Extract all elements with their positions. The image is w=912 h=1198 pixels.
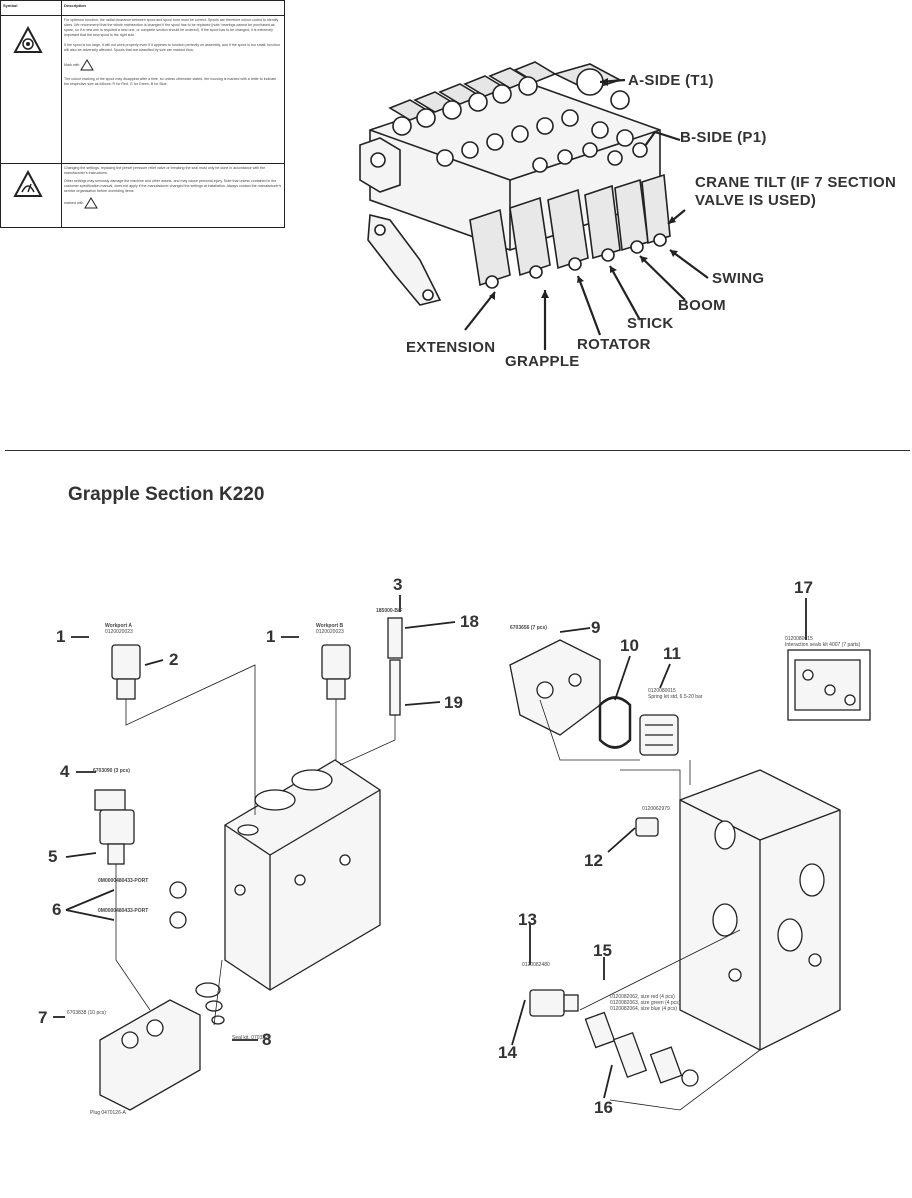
valve-assembly-illustration [359,61,709,350]
part-7-number: 6703838 (10 pcs) [67,1010,106,1016]
mini-warning-icon [84,197,99,209]
part-6-line1: 0M0000480433-PORT [98,878,149,884]
label-rotator: ROTATOR [577,336,651,353]
part-15-line3: 0120082064, size blue (4 pcs) [610,1006,677,1012]
callout-8: 8 [262,1030,272,1049]
desc-2-para-1: Changing the settings, replacing the pre… [64,166,266,175]
desc-1-para-3: The colour marking of the spool may disa… [64,77,277,86]
callout-17: 17 [794,578,813,597]
label-swing: SWING [712,270,765,287]
workport-a-number: 0120020023 [105,629,133,635]
label-grapple: GRAPPLE [505,353,580,370]
callout-11: 11 [663,644,681,663]
part-11-desc: Spring kit std, 6.5-20 bar [648,694,703,700]
desc-1-para-2: If the spool is too large, it will not w… [64,43,280,52]
part-6-line2: 0M0000480433-PORT [98,908,149,914]
part-11-number: 0120080015 [648,688,676,694]
callout-10: 10 [620,636,639,655]
desc-1-para-1: For optimum function, the radial clearan… [64,18,279,37]
part-17-desc: Interaction seals kit 4007 (7 parts) [785,642,861,648]
workport-b-label: Workport B [316,623,344,629]
symbol-cell-1 [0,15,62,164]
callout-16: 16 [594,1098,613,1117]
workport-b-number: 0120020023 [316,629,344,635]
callout-14: 14 [498,1043,517,1062]
plug-label: Plug 0470126-A [90,1110,126,1116]
callout-1-right: 1 [266,627,276,646]
mini-warning-icon [80,59,95,71]
symbol-desc-1: For optimum function, the radial clearan… [61,15,285,164]
callout-12: 12 [584,851,603,870]
symbol-cell-2 [0,163,62,228]
callout-5: 5 [48,847,58,866]
callout-6: 6 [52,900,62,919]
desc-2-mark-label: marked with [64,200,84,205]
section-divider [5,450,910,451]
label-a-side: A-SIDE (T1) [628,72,714,89]
callout-15: 15 [593,941,612,960]
part-3-number: 185000-B/F [376,608,403,614]
part-8-desc: Seal kit, 0703228 [232,1035,271,1041]
label-boom: BOOM [678,297,726,314]
callout-3: 3 [393,575,403,594]
callout-2: 2 [169,650,179,669]
callout-7: 7 [38,1008,48,1027]
desc-1-mark-label: Mark with [64,62,80,67]
callout-18: 18 [460,612,479,631]
settings-warning-icon [13,169,43,197]
callout-4: 4 [60,762,70,781]
part-9-number: 6703656 (7 pcs) [510,625,547,631]
label-extension: EXTENSION [406,339,496,356]
symbol-desc-2: Changing the settings, replacing the pre… [61,163,285,228]
workport-a-label: Workport A [105,623,132,629]
part-15-line2: 0120082063, size green (4 pcs) [610,1000,681,1006]
part-13-number: 0120082480 [522,962,550,968]
part-4-number: 6703090 (3 pcs) [93,768,130,774]
label-crane-tilt-line1: CRANE TILT (IF 7 SECTION [695,174,897,191]
label-stick: STICK [627,315,674,332]
part-15-line1: 0120082062, size red (4 pcs) [610,994,675,1000]
part-17-number: 0120080015 [785,636,813,642]
callout-13: 13 [518,910,537,929]
part-12-number: 0120062979 [642,806,670,812]
callout-9: 9 [591,618,601,637]
label-b-side: B-SIDE (P1) [680,129,767,146]
callout-1-left: 1 [56,627,66,646]
desc-2-para-2: Other settings may seriously damage the … [64,179,282,193]
symbol-table: Symbol Description For optimum function,… [0,0,285,228]
spool-warning-icon [13,25,43,53]
section-title: Grapple Section K220 [68,484,265,505]
label-crane-tilt-line2: VALVE IS USED) [695,192,817,209]
callout-19: 19 [444,693,463,712]
